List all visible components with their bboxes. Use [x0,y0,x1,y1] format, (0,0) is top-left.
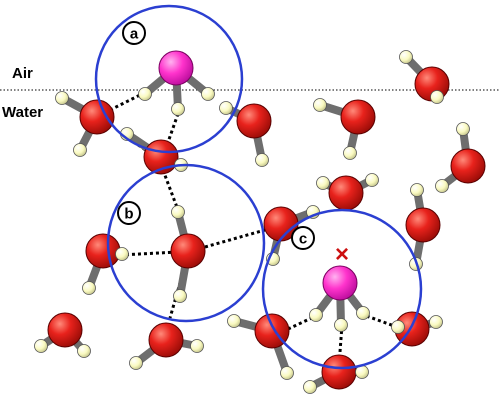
hydrogen-atoms [34,50,470,394]
cross-mark: × [335,241,349,268]
solute-atom-a [158,50,194,86]
svg-text:a: a [130,26,139,43]
solvation-shells [94,4,423,370]
shell-c [261,208,423,370]
water-label: Water [2,104,43,121]
air-label: Air [12,65,33,82]
solute-atom-c [322,265,358,301]
shell-label-a: a [122,21,146,45]
solute-atoms [158,50,358,301]
shell-a [94,4,244,154]
shell-b [106,163,266,323]
svg-text:b: b [124,206,133,223]
shell-label-c: c [291,226,315,250]
svg-text:c: c [299,231,307,248]
shell-label-b: b [117,201,141,225]
oxygen-atoms [47,66,486,390]
